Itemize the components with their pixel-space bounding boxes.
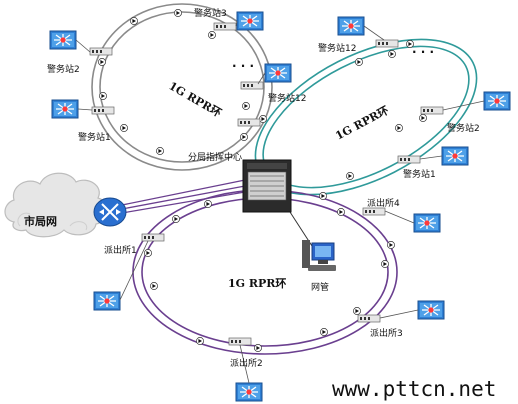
label-pcs2: 派出所2: [230, 357, 263, 369]
label-nms: 网管: [311, 281, 329, 293]
switch-icon: [49, 30, 77, 50]
ring-top-left: [91, 3, 273, 171]
nms-computer-icon: [302, 240, 336, 271]
label-command-center: 分局指挥中心: [188, 151, 242, 163]
switch-links: [75, 20, 485, 384]
ring-label-bottom: 1G RPR环: [228, 277, 286, 290]
ring-label-top-left: 1G RPR环: [167, 79, 224, 119]
ellipsis-top-left: · · ·: [232, 59, 254, 73]
uplink-lines: [121, 179, 246, 214]
switch-icon: [441, 146, 469, 166]
ring-label-right: 1G RPR环: [333, 104, 391, 143]
core-router-icon: [93, 197, 127, 227]
switch-icon: [236, 11, 264, 31]
label-pcs4: 派出所4: [367, 197, 400, 209]
label-r-station1: 警务站1: [403, 168, 436, 180]
switch-icon: [413, 213, 441, 233]
label-tl-station3: 警务站3: [194, 7, 227, 19]
switch-icon: [235, 382, 263, 402]
label-tl-station1: 警务站1: [78, 131, 111, 143]
switch-icon: [93, 291, 121, 311]
label-pcs1: 派出所1: [104, 244, 137, 256]
ellipsis-right: · · ·: [412, 45, 434, 59]
label-tl-station2: 警务站2: [47, 63, 80, 75]
watermark: www.pttcn.net: [332, 377, 496, 401]
switch-icon: [483, 91, 511, 111]
switch-icon: [264, 63, 292, 83]
label-pcs3: 派出所3: [370, 327, 403, 339]
city-network-cloud: [4, 172, 109, 238]
ring-bottom: [132, 189, 398, 355]
switch-icon: [51, 99, 79, 119]
label-r-station2: 警务站2: [447, 122, 480, 134]
switch-icon: [337, 16, 365, 36]
label-r-station12: 警务站12: [318, 42, 356, 54]
command-center-chassis: [242, 159, 292, 213]
switch-icon: [417, 300, 445, 320]
label-tl-station12: 警务站12: [268, 92, 306, 104]
label-city-net: 市局网: [24, 214, 57, 228]
